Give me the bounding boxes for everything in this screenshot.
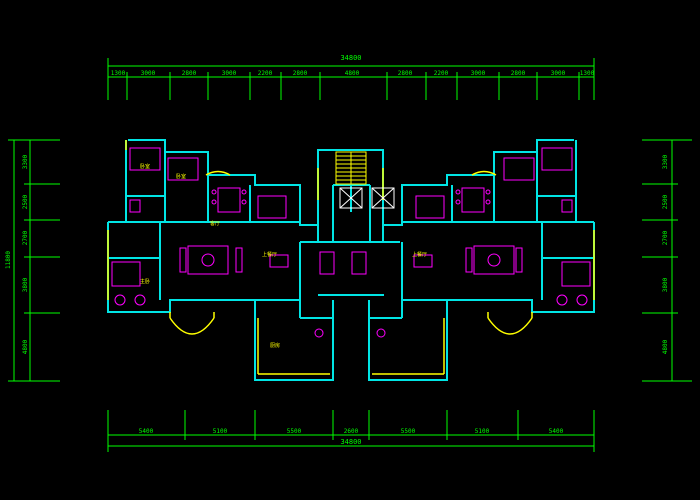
- left-segment-5: 4800: [22, 339, 29, 354]
- bottom-segment-labels: 5400 5100 5500 2600 5500 5100 5400: [139, 428, 564, 435]
- top-segment-3: 2800: [182, 70, 197, 77]
- label-left-bedroom2: 卧室: [176, 173, 186, 180]
- right-segment-labels: 3300 2500 2700 3800 4800: [662, 154, 669, 354]
- walls: [107, 139, 595, 381]
- label-left-bedroom1: 卧室: [140, 163, 150, 170]
- left-segment-labels: 3300 2500 2700 3800 4800: [22, 154, 29, 354]
- top-segment-11: 2800: [511, 70, 526, 77]
- left-segment-1: 3300: [22, 154, 29, 169]
- right-segment-5: 4800: [662, 339, 669, 354]
- room-labels: 卧室 卧室 客厅 主卧 厨房 上餐厅 上餐厅: [140, 163, 427, 349]
- right-segment-2: 2500: [662, 194, 669, 209]
- bottom-overall-dimension: 34800: [340, 438, 361, 446]
- top-segment-10: 3000: [471, 70, 486, 77]
- right-dimension-chain: [642, 139, 692, 382]
- bottom-segment-2: 5100: [213, 428, 228, 435]
- label-left-master: 主卧: [140, 278, 150, 285]
- top-segment-8: 2800: [398, 70, 413, 77]
- top-dimension-chain: [107, 58, 595, 100]
- top-segment-13: 1300: [580, 70, 595, 77]
- right-segment-1: 3300: [662, 154, 669, 169]
- windows-balconies: [107, 140, 595, 375]
- top-segment-1: 1300: [111, 70, 126, 77]
- bottom-segment-6: 5100: [475, 428, 490, 435]
- left-overall-dimension: 11800: [5, 251, 12, 269]
- label-right-dining: 上餐厅: [412, 251, 427, 258]
- left-dimension-chain: [8, 139, 60, 382]
- top-segment-7: 4800: [345, 70, 360, 77]
- left-segment-2: 2500: [22, 194, 29, 209]
- top-segment-4: 3000: [222, 70, 237, 77]
- left-segment-3: 2700: [22, 230, 29, 245]
- bottom-segment-7: 5400: [549, 428, 564, 435]
- right-segment-4: 3800: [662, 277, 669, 292]
- label-left-kitchen: 厨房: [270, 342, 280, 349]
- top-segment-5: 2200: [258, 70, 273, 77]
- right-segment-3: 2700: [662, 230, 669, 245]
- bottom-segment-1: 5400: [139, 428, 154, 435]
- furniture: [111, 147, 591, 338]
- top-segment-9: 2200: [434, 70, 449, 77]
- bottom-segment-3: 5500: [287, 428, 302, 435]
- top-segment-12: 3000: [551, 70, 566, 77]
- bottom-segment-5: 5500: [401, 428, 416, 435]
- bottom-dimension-chain: [107, 410, 595, 452]
- top-segment-labels: 1300 3000 2800 3000 2200 2800 4800 2800 …: [111, 70, 595, 77]
- top-overall-dimension: 34800: [340, 54, 361, 62]
- top-segment-2: 3000: [141, 70, 156, 77]
- top-segment-6: 2800: [293, 70, 308, 77]
- bottom-segment-4: 2600: [344, 428, 359, 435]
- stairwell: [335, 151, 395, 209]
- label-left-living: 客厅: [210, 220, 220, 227]
- left-segment-4: 3800: [22, 277, 29, 292]
- label-left-dining: 上餐厅: [262, 251, 277, 258]
